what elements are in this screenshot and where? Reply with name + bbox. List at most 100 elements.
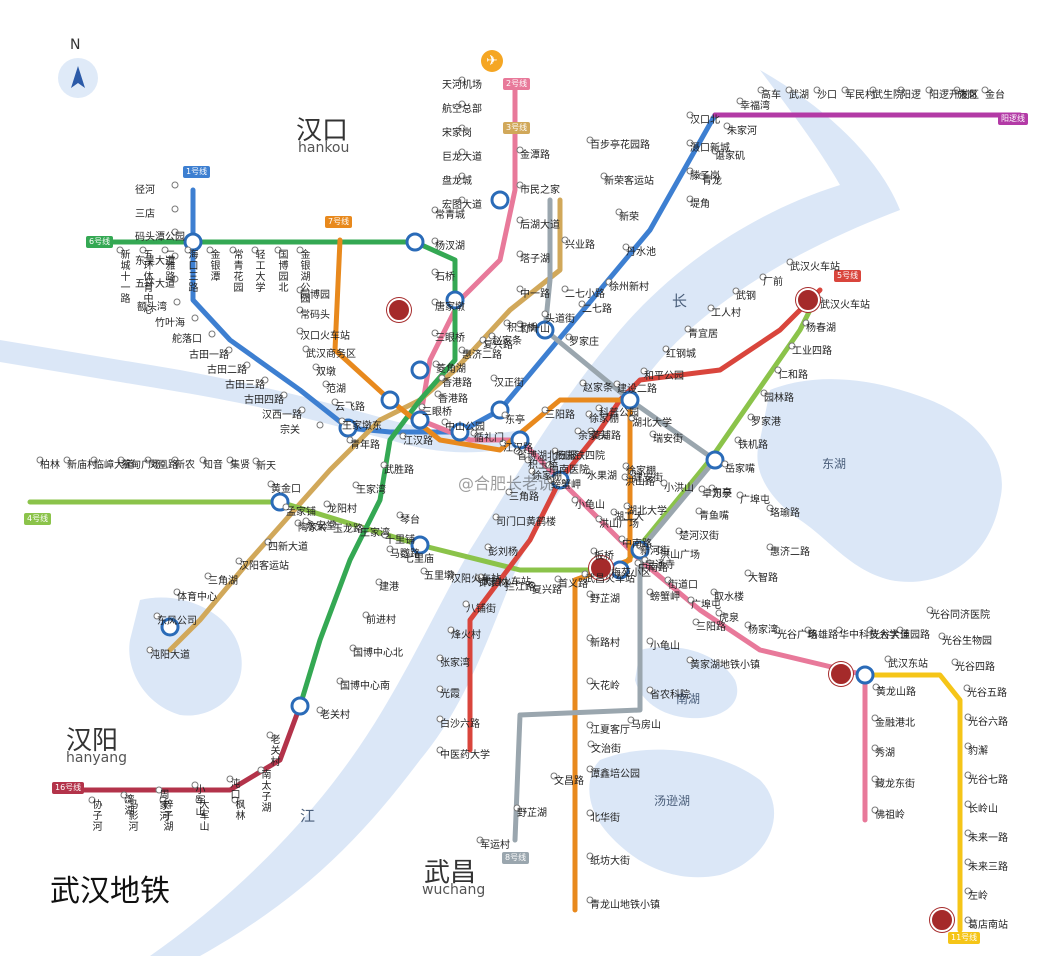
station-label[interactable]: 国博园北 <box>278 250 289 294</box>
station-dot[interactable] <box>513 447 521 455</box>
station-dot[interactable] <box>231 796 239 804</box>
station-dot[interactable] <box>586 809 594 817</box>
station-label[interactable]: 新荣 <box>619 212 639 223</box>
station-label[interactable]: 汉阳客运站 <box>239 561 289 572</box>
station-label[interactable]: 光谷广场 <box>777 630 817 641</box>
station-dot[interactable] <box>458 346 466 354</box>
station-label[interactable]: 金银湖公园 <box>300 250 311 305</box>
station-dot[interactable] <box>736 491 744 499</box>
station-dot[interactable] <box>721 460 729 468</box>
station-label[interactable]: 首义路 <box>558 579 588 590</box>
station-label[interactable]: 文治街 <box>591 744 621 755</box>
station-dot[interactable] <box>586 136 594 144</box>
station-dot[interactable] <box>171 456 179 464</box>
station-label[interactable]: 汉口北 <box>690 115 720 126</box>
station-dot[interactable] <box>173 298 181 306</box>
station-dot[interactable] <box>476 836 484 844</box>
station-dot[interactable] <box>660 479 668 487</box>
station-label[interactable]: 航空总部 <box>442 104 482 115</box>
station-dot[interactable] <box>586 852 594 860</box>
station-label[interactable]: 堤角 <box>690 199 710 210</box>
station-dot[interactable] <box>766 543 774 551</box>
station-dot[interactable] <box>438 374 446 382</box>
station-label[interactable]: 石桥 <box>435 272 455 283</box>
station-dot[interactable] <box>282 503 290 511</box>
station-dot[interactable] <box>715 609 723 617</box>
station-label[interactable]: 额头湾 <box>137 302 167 313</box>
station-label[interactable]: 施岗 <box>957 90 977 101</box>
station-label[interactable]: 谌家矶 <box>715 151 745 162</box>
station-label[interactable]: 梓子湖 <box>163 800 174 833</box>
station-dot[interactable] <box>349 644 357 652</box>
station-dot[interactable] <box>786 258 794 266</box>
station-dot[interactable] <box>36 456 44 464</box>
station-dot[interactable] <box>431 237 439 245</box>
station-label[interactable]: 中南医院 <box>549 465 589 476</box>
station-dot[interactable] <box>484 543 492 551</box>
station-dot[interactable] <box>191 781 199 789</box>
station-dot[interactable] <box>951 658 959 666</box>
station-dot[interactable] <box>963 684 971 692</box>
station-dot[interactable] <box>161 246 169 254</box>
station-dot[interactable] <box>583 467 591 475</box>
station-dot[interactable] <box>964 771 972 779</box>
station-label[interactable]: 未来一路 <box>968 833 1008 844</box>
station-label[interactable]: 汉西一路 <box>262 410 302 421</box>
station-dot[interactable] <box>516 250 524 258</box>
station-label[interactable]: 竹叶海 <box>155 318 185 329</box>
station-label[interactable]: 卓刀泉 <box>702 489 732 500</box>
station-label[interactable]: 烽火村 <box>451 630 481 641</box>
station-label[interactable]: 新荣客运站 <box>604 176 654 187</box>
station-label[interactable]: 中医药大学 <box>440 750 490 761</box>
interchange-icon[interactable] <box>510 430 530 450</box>
station-dot[interactable] <box>399 432 407 440</box>
station-label[interactable]: 马影河 <box>128 800 139 833</box>
station-dot[interactable] <box>447 626 455 634</box>
station-label[interactable]: 黄龙山路 <box>876 687 916 698</box>
station-dot[interactable] <box>586 634 594 642</box>
station-label[interactable]: 杨汊湖 <box>435 241 465 252</box>
station-label[interactable]: 华中科技大学 <box>839 630 899 641</box>
station-label[interactable]: 古田三路 <box>225 380 265 391</box>
station-dot[interactable] <box>139 246 147 254</box>
station-dot[interactable] <box>686 139 694 147</box>
station-label[interactable]: 新天 <box>256 461 276 472</box>
station-dot[interactable] <box>226 775 234 783</box>
station-dot[interactable] <box>581 570 589 578</box>
interchange-icon[interactable] <box>855 665 875 685</box>
station-dot[interactable] <box>686 167 694 175</box>
station-label[interactable]: 湖北大学 <box>627 506 667 517</box>
station-label[interactable]: 湾湖 <box>124 795 135 817</box>
station-dot[interactable] <box>579 379 587 387</box>
station-label[interactable]: 沙口 <box>817 90 837 101</box>
station-label[interactable]: 江汉路 <box>403 436 433 447</box>
station-label[interactable]: 科普公园 <box>599 408 639 419</box>
station-dot[interactable] <box>146 646 154 654</box>
station-label[interactable]: 光谷同济医院 <box>930 610 990 621</box>
station-dot[interactable] <box>613 380 621 388</box>
station-dot[interactable] <box>964 800 972 808</box>
station-label[interactable]: 杨园铁四院 <box>555 451 605 462</box>
station-dot[interactable] <box>447 570 455 578</box>
station-dot[interactable] <box>925 86 933 94</box>
station-dot[interactable] <box>458 76 466 84</box>
station-label[interactable]: 葛店南站 <box>968 920 1008 931</box>
station-label[interactable]: 铁机路 <box>738 440 768 451</box>
station-label[interactable]: 武昌火车站 <box>481 577 531 588</box>
station-dot[interactable] <box>757 86 765 94</box>
station-label[interactable]: 复兴路 <box>532 585 562 596</box>
station-label[interactable]: 藏龙东街 <box>875 779 915 790</box>
station-label[interactable]: 武汉商务区 <box>306 349 356 360</box>
station-dot[interactable] <box>173 588 181 596</box>
station-label[interactable]: 积玉桥 <box>528 460 558 471</box>
station-dot[interactable] <box>441 418 449 426</box>
station-label[interactable]: 佳园路 <box>900 630 930 641</box>
station-dot[interactable] <box>191 314 199 322</box>
station-dot[interactable] <box>774 366 782 374</box>
station-dot[interactable] <box>938 632 946 640</box>
station-label[interactable]: 青鱼嘴 <box>699 511 729 522</box>
station-label[interactable]: 青龙 <box>702 176 722 187</box>
station-dot[interactable] <box>296 327 304 335</box>
station-label[interactable]: 楚河汉街 <box>679 531 719 542</box>
station-label[interactable]: 虎泉 <box>719 613 739 624</box>
